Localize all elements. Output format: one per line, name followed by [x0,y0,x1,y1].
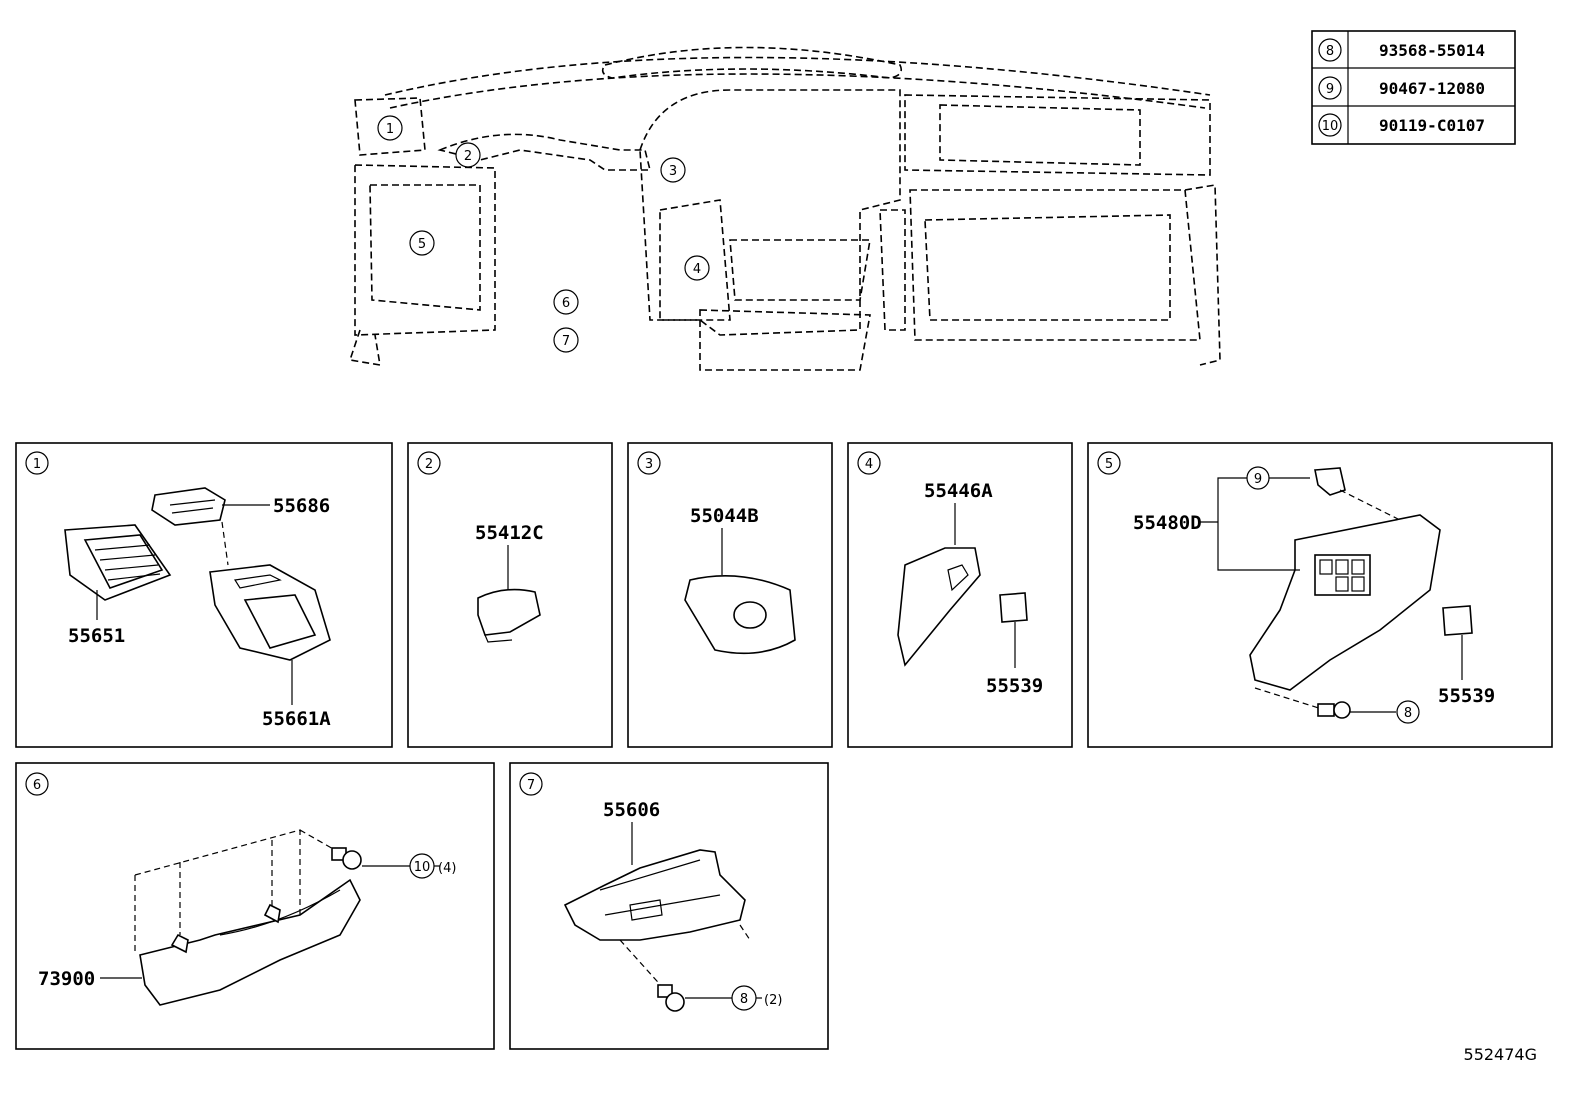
part-55480d-drawing [1249,514,1441,691]
svg-text:2: 2 [464,149,472,164]
panel-5: 5 55480D 9 55539 [1087,442,1553,748]
fastener-10: 10 [409,853,435,879]
svg-text:55044B: 55044B [690,505,759,527]
part-55686-drawing [151,487,226,526]
svg-text:55606: 55606 [603,799,660,821]
part-55606-drawing [563,849,746,941]
svg-text:4: 4 [865,457,873,472]
panel-3: 3 55044B [627,442,833,748]
overview-callout-5: 5 [409,230,435,256]
fastener-table: 8 93568-55014 9 90467-12080 10 90119-C01… [1311,30,1516,145]
svg-text:5: 5 [418,237,426,252]
svg-text:3: 3 [669,164,677,179]
svg-text:10: 10 [1322,119,1339,134]
panel-1: 1 55686 55651 55661A [15,442,393,748]
svg-text:6: 6 [562,296,570,311]
table-row: 9 90467-12080 [1318,76,1485,100]
svg-text:8: 8 [740,992,748,1007]
svg-text:55686: 55686 [273,495,330,517]
part-55539-drawing [999,592,1028,623]
svg-text:90467-12080: 90467-12080 [1379,79,1485,98]
svg-text:1: 1 [386,122,394,137]
bolt-drawing [331,847,362,870]
part-73900-drawing [139,878,361,1006]
svg-text:5: 5 [1105,457,1113,472]
svg-text:8: 8 [1326,44,1334,59]
svg-text:1: 1 [33,457,41,472]
table-row: 8 93568-55014 [1318,38,1485,62]
illustration-code: 552474G [1464,1045,1537,1064]
part-55412c-drawing [477,588,541,643]
svg-text:55539: 55539 [986,675,1043,697]
svg-text:10: 10 [414,860,431,875]
svg-text:3: 3 [645,457,653,472]
svg-text:55480D: 55480D [1133,512,1202,534]
svg-text:9: 9 [1254,472,1262,487]
part-55446a-drawing [897,547,981,667]
bolt-drawing [1317,701,1351,719]
part-55661a-drawing [209,564,331,661]
svg-text:55661A: 55661A [262,708,331,730]
overview-callout-2: 2 [455,142,481,168]
svg-text:73900: 73900 [38,968,95,990]
svg-text:55446A: 55446A [924,480,993,502]
overview-callout-3: 3 [660,157,686,183]
svg-text:7: 7 [527,778,535,793]
svg-text:8: 8 [1404,706,1412,721]
fastener-8: 8 [1396,700,1420,724]
fastener-9: 9 [1246,466,1270,490]
overview-callout-4: 4 [684,255,710,281]
svg-text:93568-55014: 93568-55014 [1379,41,1485,60]
bolt-drawing [657,984,685,1012]
panel-4: 4 55446A 55539 [847,442,1073,748]
part-55044b-drawing [684,574,796,655]
fastener-8: 8 [731,985,757,1011]
part-55539-right-drawing [1442,605,1473,636]
svg-text:2: 2 [425,457,433,472]
panel-2: 2 55412C [407,442,613,748]
overview-callout-6: 6 [553,289,579,315]
overview-callout-1: 1 [377,115,403,141]
panel-7: 7 55606 8 (2) [509,762,829,1050]
part-55651-drawing [64,524,172,601]
svg-text:55412C: 55412C [475,522,544,544]
panel-6: 6 73900 10 (4) [15,762,495,1050]
overview-callout-7: 7 [553,327,579,353]
svg-text:(2): (2) [764,993,782,1008]
table-row: 10 90119-C0107 [1318,113,1485,137]
instrument-panel-overview [348,46,1221,371]
svg-text:9: 9 [1326,82,1334,97]
svg-text:55651: 55651 [68,625,125,647]
svg-text:55539: 55539 [1438,685,1495,707]
svg-text:90119-C0107: 90119-C0107 [1379,116,1485,135]
svg-text:7: 7 [562,334,570,349]
svg-text:6: 6 [33,778,41,793]
svg-text:4: 4 [693,262,701,277]
svg-text:(4): (4) [438,861,456,876]
